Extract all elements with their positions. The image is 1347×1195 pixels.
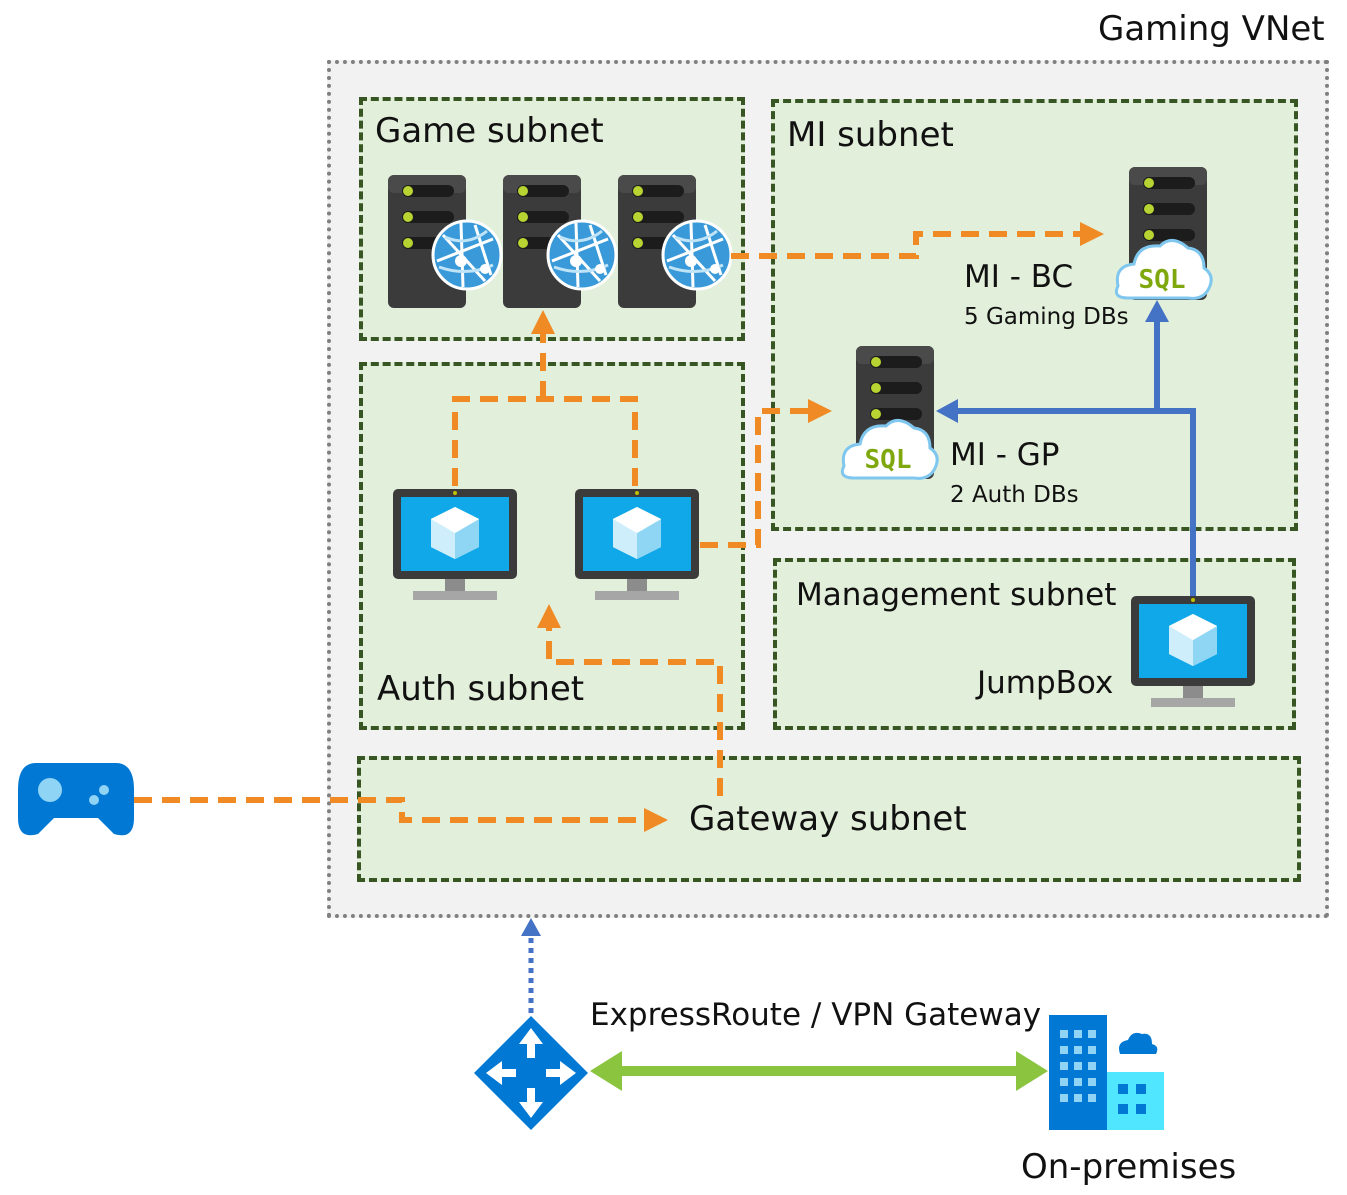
flow-jumpbox-to-gp — [958, 408, 1196, 596]
game-subnet-label: Game subnet — [375, 111, 604, 151]
gateway-subnet-label: Gateway subnet — [689, 799, 967, 839]
game-server-3-icon — [618, 175, 733, 308]
mi-bc-label: MI - BC — [964, 259, 1074, 295]
mi-gp-sql-icon — [840, 346, 939, 480]
vnet-title: Gaming VNet — [1098, 9, 1325, 49]
flow-game-to-bc — [731, 231, 1082, 259]
jumpbox-vm-icon — [1131, 596, 1255, 707]
game-controller-icon — [18, 763, 134, 836]
mi-bc-detail: 5 Gaming DBs — [964, 304, 1129, 330]
auth-vm-2-icon — [575, 489, 699, 600]
mi-subnet-label: MI subnet — [787, 115, 954, 155]
building-icon — [1049, 1015, 1164, 1130]
auth-vm-1-icon — [393, 489, 517, 600]
connection-label: ExpressRoute / VPN Gateway — [590, 997, 1042, 1033]
mi-bc-sql-icon — [1114, 167, 1213, 300]
flow-auth-vms-bracket — [452, 396, 638, 486]
mi-gp-detail: 2 Auth DBs — [950, 482, 1079, 508]
management-subnet-label: Management subnet — [796, 577, 1117, 613]
game-server-2-icon — [503, 175, 618, 308]
onprem-label: On-premises — [1021, 1147, 1237, 1187]
flow-gateway-to-auth — [546, 628, 723, 796]
auth-subnet-label: Auth subnet — [377, 669, 585, 709]
expressroute-link — [590, 1051, 1048, 1091]
game-server-1-icon — [388, 175, 503, 308]
flow-auth-to-gp — [700, 408, 810, 548]
router-icon — [474, 1016, 588, 1130]
flow-client-to-gateway — [134, 797, 644, 823]
jumpbox-label: JumpBox — [977, 665, 1114, 701]
mi-gp-label: MI - GP — [950, 437, 1060, 473]
